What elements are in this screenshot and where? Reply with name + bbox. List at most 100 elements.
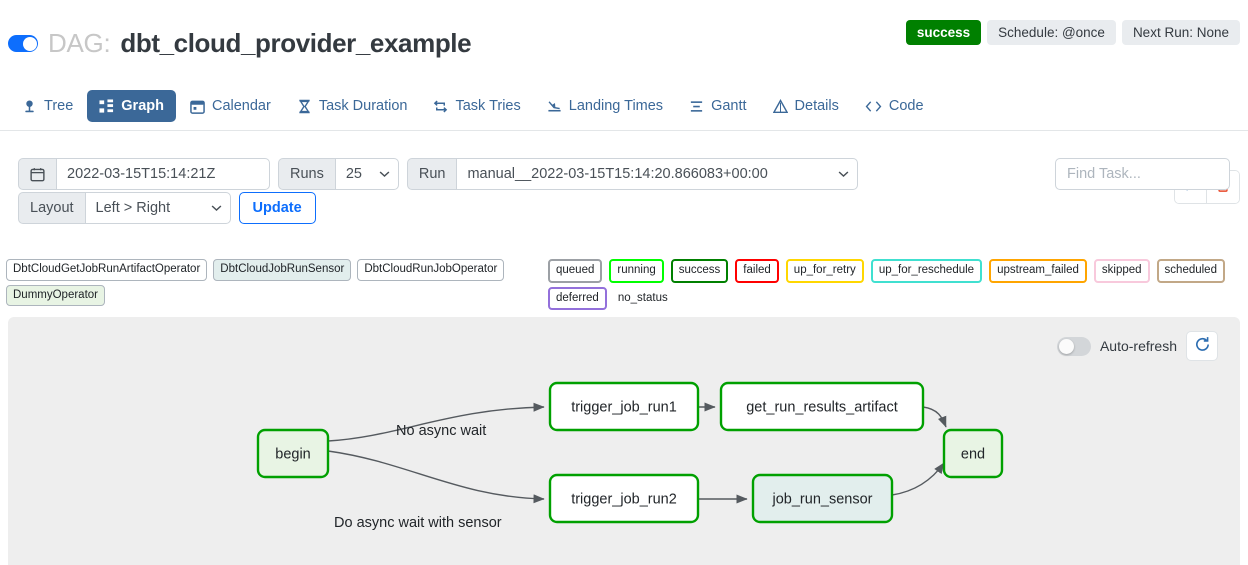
filter-bar: 2022-03-15T15:14:21Z Runs 25 Run manual_… [0, 131, 1248, 248]
runs-count-group: Runs 25 [278, 158, 399, 190]
graph-icon [99, 98, 114, 114]
legend-state-scheduled: scheduled [1156, 259, 1225, 283]
tree-icon [22, 99, 37, 114]
tab-task-tries[interactable]: Task Tries [421, 90, 532, 122]
graph-node-end[interactable]: end [942, 428, 1004, 479]
legend-operator-chip[interactable]: DbtCloudRunJobOperator [357, 259, 505, 281]
nav-tabs: Tree Graph Calendar Task Duration [10, 82, 936, 130]
update-button[interactable]: Update [238, 192, 316, 224]
filter-row-primary: 2022-03-15T15:14:21Z Runs 25 Run manual_… [18, 158, 859, 190]
gantt-icon [689, 99, 704, 114]
tab-label: Task Duration [318, 98, 408, 114]
run-select-group: Run manual__2022-03-15T15:14:20.866083+0… [406, 158, 859, 190]
legend-operator-chip[interactable]: DbtCloudJobRunSensor [213, 259, 352, 281]
legend-state-running: running [609, 259, 664, 283]
auto-refresh-toggle[interactable] [1056, 336, 1091, 356]
triangle-icon [772, 98, 788, 114]
graph-node-label: begin [275, 446, 310, 462]
runs-count-select[interactable]: 25 [334, 158, 399, 190]
run-label: Run [406, 158, 457, 190]
legend-state-up-for-reschedule: up_for_reschedule [870, 259, 983, 283]
refresh-icon [1194, 336, 1211, 356]
tab-calendar[interactable]: Calendar [178, 90, 283, 122]
find-task-input[interactable]: Find Task... [1055, 158, 1230, 190]
tab-details[interactable]: Details [761, 90, 851, 122]
graph-node-get-run-results-artifact[interactable]: get_run_results_artifact [719, 381, 925, 432]
calendar-icon [190, 99, 205, 114]
legend-operator-chip[interactable]: DbtCloudGetJobRunArtifactOperator [6, 259, 208, 281]
refresh-button[interactable] [1186, 331, 1218, 361]
legend-state-failed: failed [735, 259, 779, 283]
legend-bar: DbtCloudGetJobRunArtifactOperator DbtClo… [0, 255, 1248, 310]
legend-state-no-status: no_status [613, 286, 672, 310]
edge-begin-to-trigger-job-run2 [327, 450, 545, 504]
graph-edges [327, 402, 947, 504]
graph-node-trigger-job-run1[interactable]: trigger_job_run1 [548, 381, 700, 432]
legend-state-up-for-retry: up_for_retry [785, 259, 864, 283]
landing-icon [547, 99, 562, 114]
graph-node-label: job_run_sensor [772, 491, 873, 507]
runs-count-value: 25 [345, 166, 362, 182]
tab-label: Gantt [711, 98, 747, 114]
tab-label: Tree [44, 98, 74, 114]
graph-node-label: trigger_job_run2 [571, 491, 677, 507]
chevron-down-icon [211, 200, 222, 216]
dag-label: DAG: [48, 28, 111, 58]
edge-get-run-results-artifact-to-end [922, 406, 947, 428]
dag-run-value: manual__2022-03-15T15:14:20.866083+00:00 [467, 166, 768, 182]
page-header: DAG: dbt_cloud_provider_example success … [0, 0, 1248, 72]
layout-value: Left > Right [95, 200, 171, 216]
execution-date-group: 2022-03-15T15:14:21Z [18, 158, 270, 190]
tab-label: Landing Times [568, 98, 664, 114]
toggle-knob [22, 36, 37, 51]
graph-edge-labels: No async wait Do async wait with sensor [334, 423, 502, 531]
graph-node-begin[interactable]: begin [256, 428, 330, 479]
dag-pause-toggle[interactable] [8, 35, 38, 52]
legend-state-skipped: skipped [1093, 259, 1150, 283]
legend-state-success: success [670, 259, 729, 283]
graph-node-label: get_run_results_artifact [746, 399, 898, 415]
tab-landing-times[interactable]: Landing Times [535, 90, 675, 122]
nav-tabs-bar: Tree Graph Calendar Task Duration [0, 82, 1248, 204]
layout-select[interactable]: Left > Right [84, 192, 231, 224]
tab-label: Task Tries [455, 98, 521, 114]
filter-row-secondary: Layout Left > Right Update [18, 192, 316, 224]
tab-gantt[interactable]: Gantt [677, 90, 758, 122]
page-title: dbt_cloud_provider_example [120, 28, 472, 58]
hourglass-icon [297, 99, 312, 114]
tab-label: Calendar [211, 98, 271, 114]
legend-state-deferred: deferred [548, 286, 607, 310]
runs-label: Runs [278, 158, 335, 190]
execution-date-input[interactable]: 2022-03-15T15:14:21Z [56, 158, 270, 190]
status-badge: success [905, 20, 982, 45]
tab-label: Code [888, 98, 924, 114]
operator-legend: DbtCloudGetJobRunArtifactOperator DbtClo… [6, 259, 536, 306]
legend-state-upstream-failed: upstream_failed [989, 259, 1087, 283]
chevron-down-icon [379, 166, 390, 182]
edge-label-no-async-wait: No async wait [396, 423, 486, 439]
dag-graph-svg: No async wait Do async wait with sensor … [256, 381, 1004, 531]
state-legend: queued running success failed up_for_ret… [548, 259, 1248, 310]
dag-title-group: DAG: dbt_cloud_provider_example [8, 28, 472, 59]
header-badges: success Schedule: @once Next Run: None [905, 20, 1240, 45]
graph-node-trigger-job-run2[interactable]: trigger_job_run2 [548, 473, 700, 524]
dag-run-select[interactable]: manual__2022-03-15T15:14:20.866083+00:00 [456, 158, 859, 190]
tab-code[interactable]: Code [853, 90, 936, 122]
legend-operator-chip[interactable]: DummyOperator [6, 284, 105, 306]
chevron-down-icon [838, 166, 849, 182]
edge-label-do-async-wait: Do async wait with sensor [334, 515, 502, 531]
graph-node-job-run-sensor[interactable]: job_run_sensor [751, 473, 894, 524]
dag-graph-canvas[interactable]: Auto-refresh [8, 317, 1240, 565]
tab-tree[interactable]: Tree [10, 90, 85, 122]
toggle-knob [1058, 338, 1074, 354]
auto-refresh-controls: Auto-refresh [1056, 331, 1218, 361]
tab-task-duration[interactable]: Task Duration [285, 90, 420, 122]
calendar-icon[interactable] [18, 158, 56, 190]
next-run-badge: Next Run: None [1121, 20, 1240, 45]
tab-label: Graph [121, 98, 164, 114]
graph-nodes: begin trigger_job_run1 get_run_results_a… [256, 381, 1004, 524]
auto-refresh-label: Auto-refresh [1099, 338, 1177, 354]
code-icon [865, 99, 882, 114]
tab-graph[interactable]: Graph [87, 90, 176, 122]
